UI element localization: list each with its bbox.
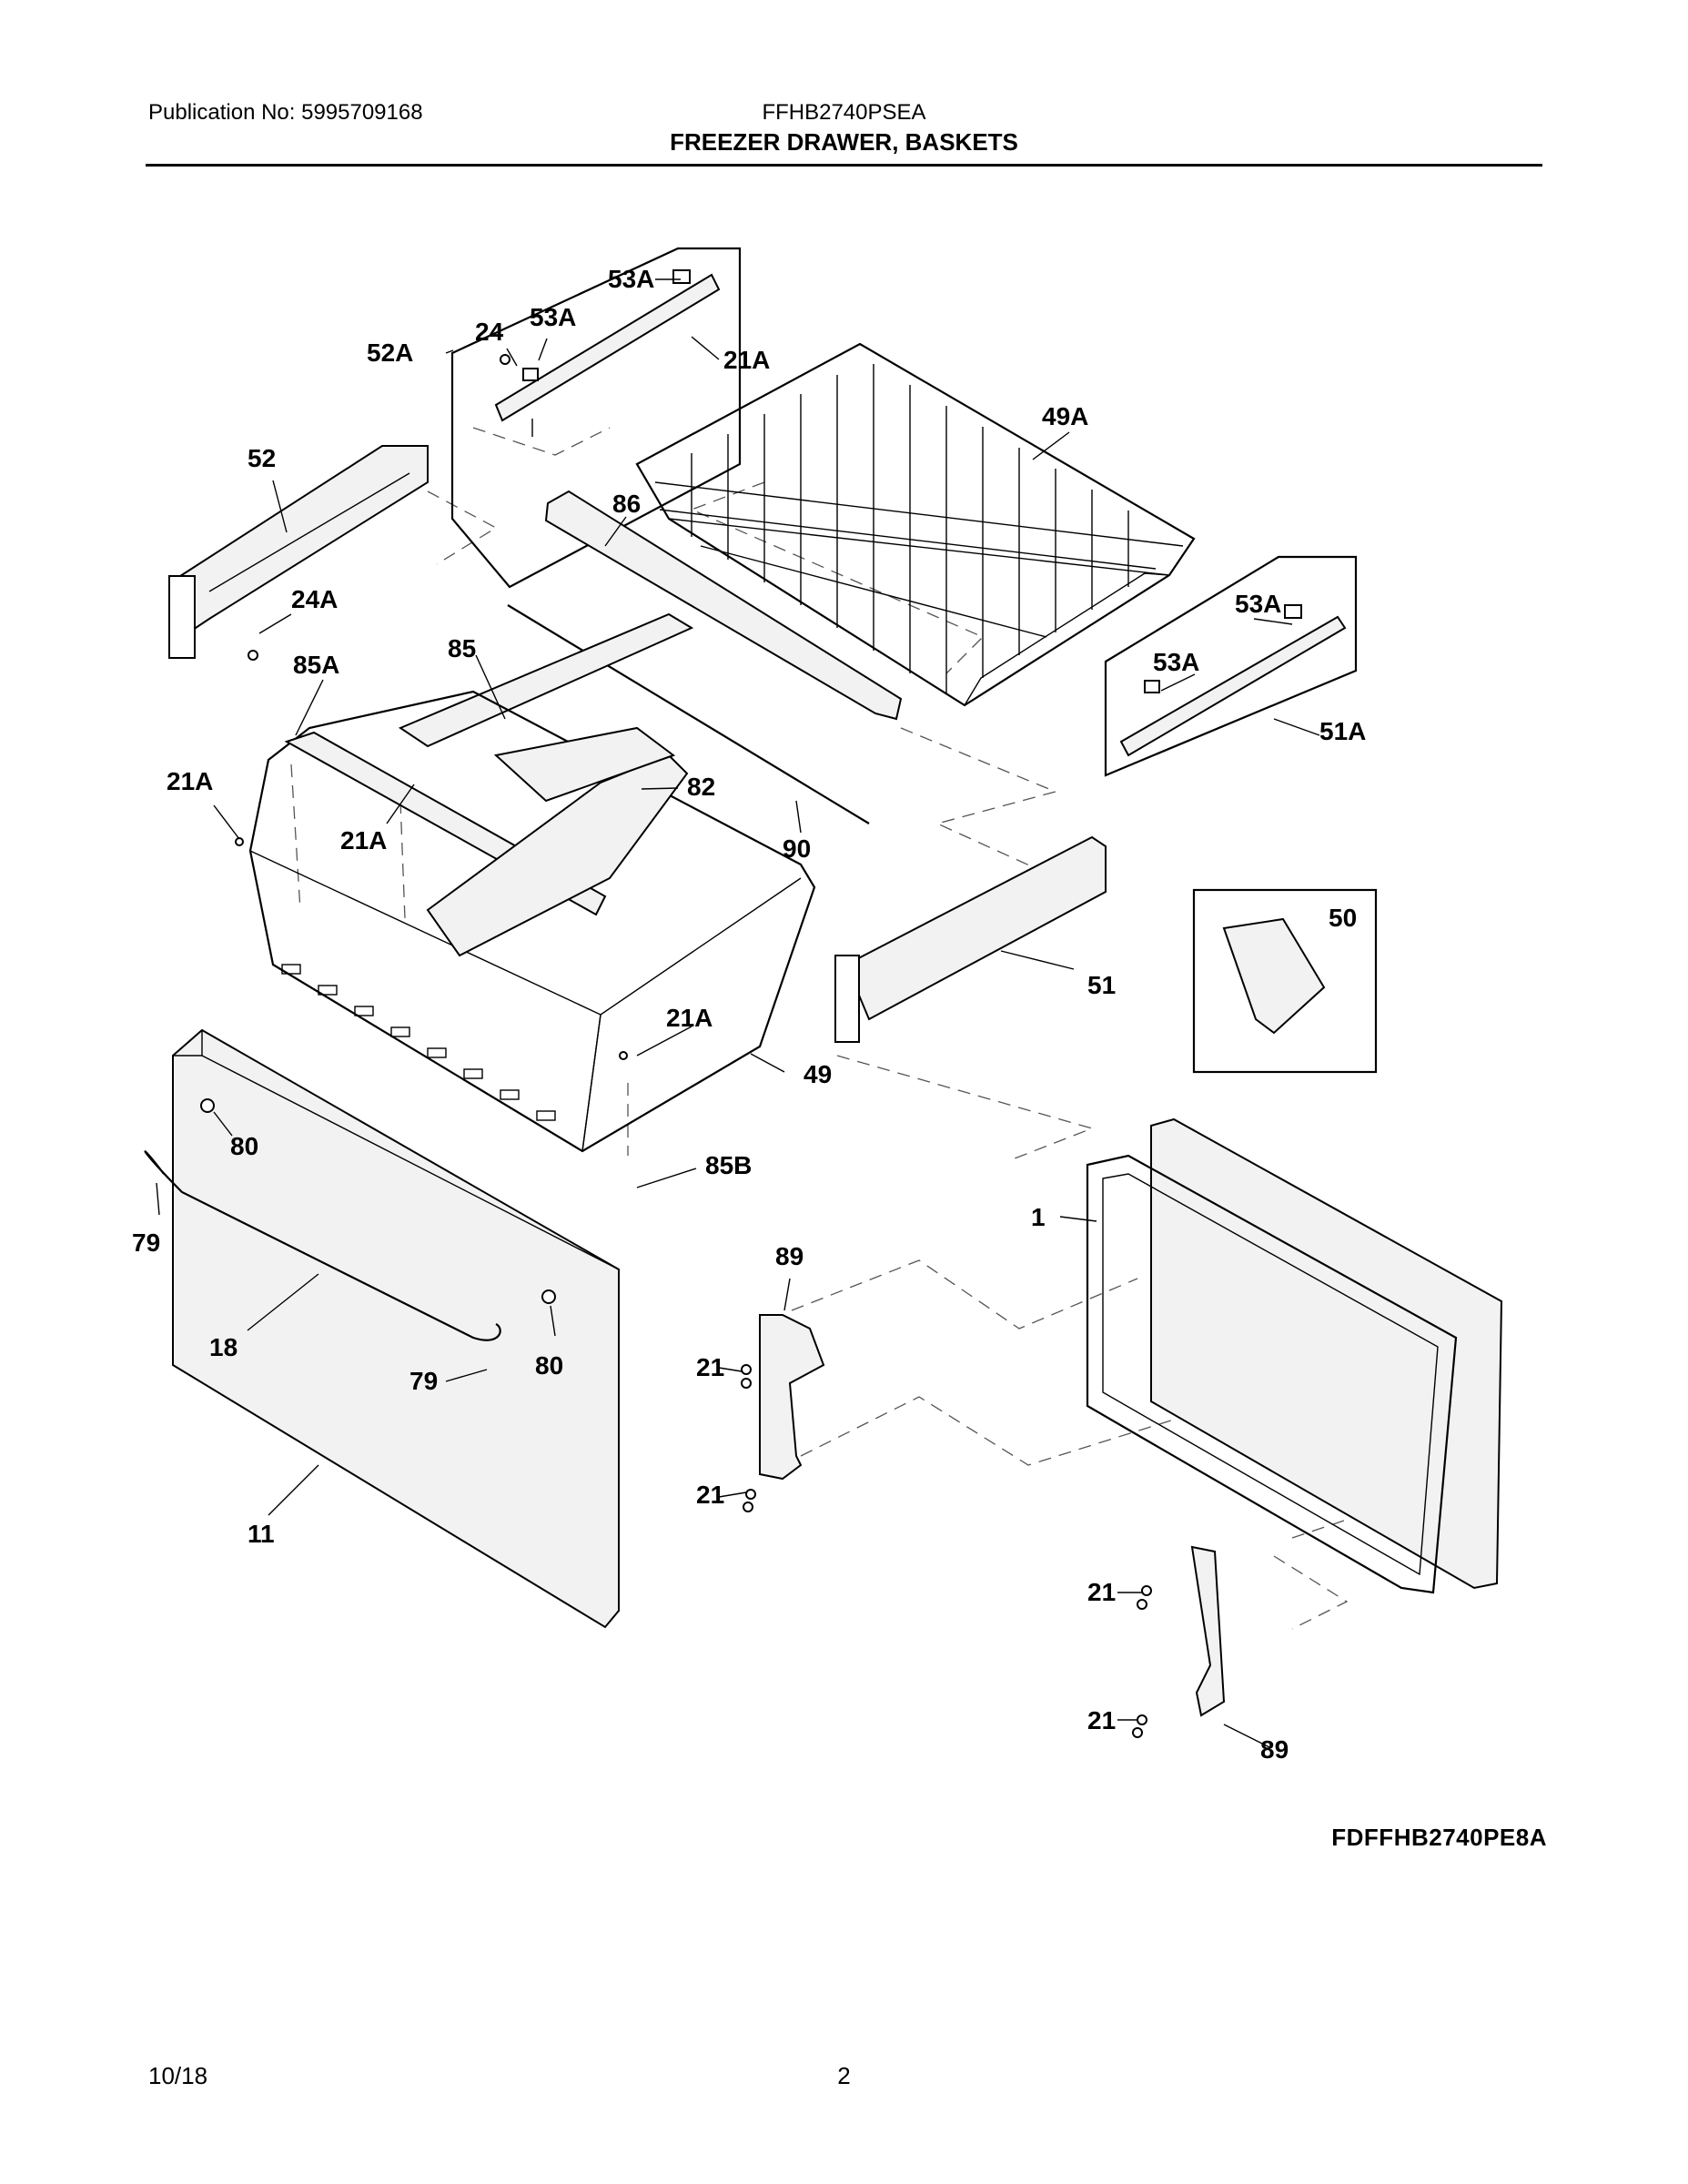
callout-21: 21 <box>696 1353 724 1381</box>
page-title: FREEZER DRAWER, BASKETS <box>670 128 1018 156</box>
basket-cover-86 <box>544 490 903 721</box>
callout-11: 11 <box>248 1520 275 1548</box>
door-handle-18 <box>144 1150 501 1341</box>
callout-90: 90 <box>783 834 811 863</box>
callout-51A: 51A <box>1319 717 1366 745</box>
wire-basket-49A <box>635 342 1196 707</box>
callout-52A: 52A <box>367 339 413 367</box>
callout-labels: 53A 24 53A 52A 21A 49A 52 86 24A 85A 85 … <box>132 265 1366 1764</box>
callout-49: 49 <box>804 1060 832 1088</box>
door-frame-gasket-1 <box>1086 1117 1503 1594</box>
callout-52: 52 <box>248 444 276 472</box>
callout-18: 18 <box>209 1333 238 1361</box>
diagram-reference-code: FDFFHB2740PE8A <box>1331 1824 1547 1851</box>
publication-number: Publication No: 5995709168 <box>148 100 423 125</box>
hinge-bracket-89-right <box>1190 1545 1226 1717</box>
callout-85A: 85A <box>293 651 339 679</box>
rod-90 <box>507 604 870 824</box>
callout-89: 89 <box>1260 1735 1289 1764</box>
divider-85 <box>398 612 694 748</box>
callout-21: 21 <box>1087 1578 1116 1606</box>
footer-date: 10/18 <box>148 2062 208 2089</box>
callout-53A: 53A <box>530 303 576 331</box>
callout-21: 21 <box>1087 1706 1116 1734</box>
callout-80: 80 <box>535 1351 563 1380</box>
hinge-bracket-89-left <box>759 1314 825 1481</box>
page-number: 2 <box>837 2062 851 2089</box>
drawer-front-panel-11 <box>172 1028 620 1629</box>
callout-85B: 85B <box>705 1151 752 1179</box>
callout-79: 79 <box>409 1367 438 1395</box>
callout-80: 80 <box>230 1132 258 1160</box>
header-rule <box>146 164 1542 167</box>
callout-49A: 49A <box>1042 402 1088 430</box>
slide-rail-51 <box>834 835 1107 1043</box>
screws <box>200 837 1152 1738</box>
callout-21: 21 <box>696 1481 724 1509</box>
callout-50: 50 <box>1329 904 1357 932</box>
small-basket-82 <box>426 726 689 957</box>
callout-21A: 21A <box>340 826 387 854</box>
assembly-guides <box>290 427 1430 1630</box>
callout-24: 24 <box>475 318 504 346</box>
callout-21A: 21A <box>723 346 770 374</box>
callout-79: 79 <box>132 1228 160 1257</box>
callout-21A: 21A <box>666 1004 713 1032</box>
slide-rail-kit-52A <box>450 247 742 589</box>
model-number: FFHB2740PSEA <box>762 100 926 125</box>
callout-24A: 24A <box>291 585 338 613</box>
callout-21A: 21A <box>167 767 213 795</box>
callout-53A: 53A <box>1153 648 1199 676</box>
callout-82: 82 <box>687 773 715 801</box>
callout-89: 89 <box>775 1242 804 1270</box>
callout-1: 1 <box>1031 1203 1046 1231</box>
slide-clip-50 <box>1192 888 1378 1074</box>
callout-86: 86 <box>612 490 641 518</box>
callout-85: 85 <box>448 634 476 662</box>
leader-lines <box>156 278 1320 1748</box>
callout-53A: 53A <box>608 265 654 293</box>
slide-rail-kit-51A <box>1104 555 1358 777</box>
callout-53A: 53A <box>1235 590 1281 618</box>
callout-51: 51 <box>1087 971 1116 999</box>
slide-rail-52 <box>168 445 429 661</box>
